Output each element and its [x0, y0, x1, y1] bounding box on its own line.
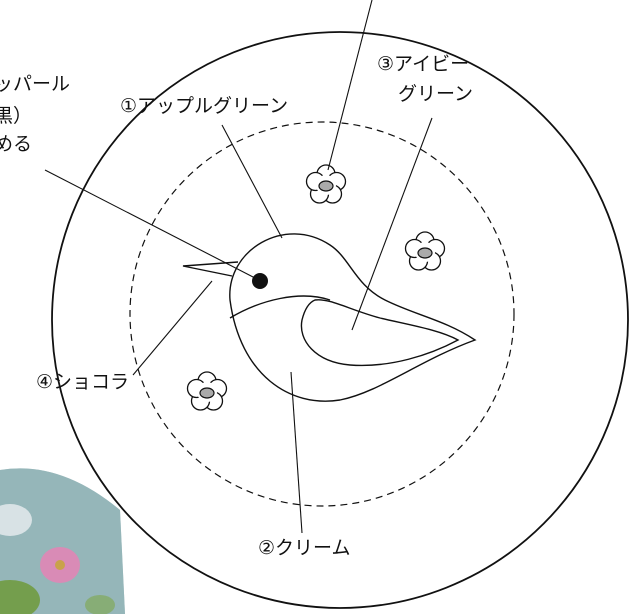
label-pearl-line2: 黒）	[0, 105, 32, 127]
leader-line-cream	[290, 371, 303, 534]
leader-line-top	[327, 0, 373, 171]
bird-beak	[182, 261, 239, 277]
leader-line-pearl	[44, 169, 256, 279]
hoop-outer-circle	[51, 31, 629, 609]
label-chocolat: ④ショコラ	[36, 371, 129, 393]
leader-line-ivy-green	[351, 117, 433, 331]
leader-line-apple-green	[221, 124, 283, 239]
bird-wing	[300, 299, 460, 367]
bird-eye	[252, 273, 268, 289]
label-pearl-line3: める	[0, 133, 32, 155]
label-ivy-green-line2: グリーン	[398, 83, 473, 105]
bird-belly-line	[229, 295, 331, 319]
label-cream: ②クリーム	[258, 537, 350, 559]
inner-dashed-circle	[129, 121, 515, 507]
label-apple-green: ①アップルグリーン	[120, 95, 288, 117]
bird-motif	[182, 233, 477, 402]
flower-left	[186, 371, 228, 411]
bird-body-outline	[229, 233, 477, 402]
label-ivy-green-line1: ③アイビー	[377, 53, 469, 75]
leader-line-chocolat	[132, 280, 213, 376]
fabric-photo-fragment	[0, 468, 125, 614]
flower-top	[305, 164, 347, 204]
flower-right	[404, 231, 446, 271]
label-pearl-line1: ッパール	[0, 73, 70, 95]
